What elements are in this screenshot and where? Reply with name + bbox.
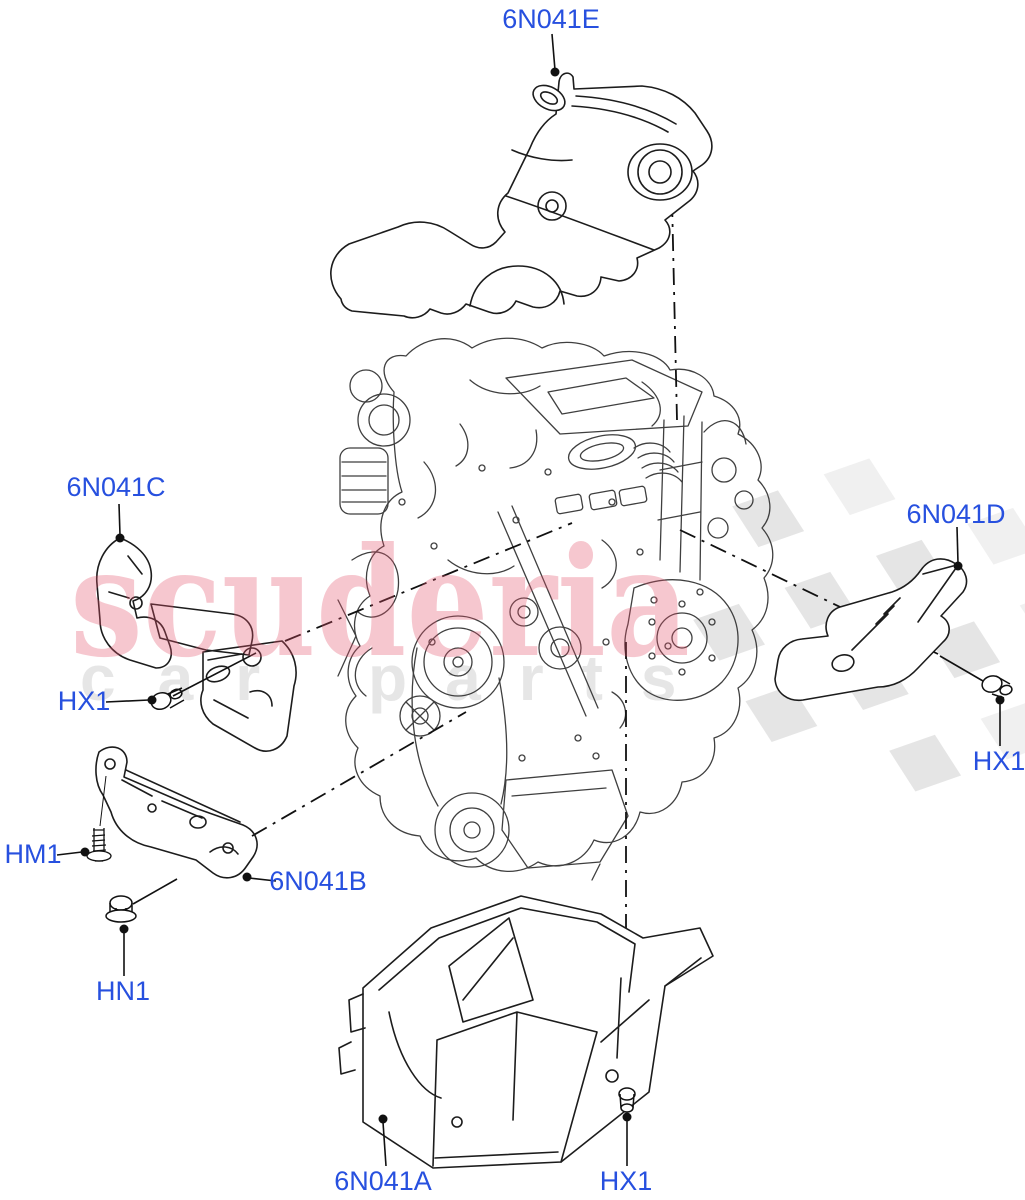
part-label-hm1[interactable]: HM1 [4, 839, 62, 869]
part-label-hn1[interactable]: HN1 [95, 976, 151, 1006]
fastener-bolt-hx1-right [981, 675, 1013, 699]
fastener-bolt-hx1-bottom [618, 1087, 636, 1113]
engine-assembly-drawing [337, 337, 774, 881]
part-label-hx1-right[interactable]: HX1 [972, 746, 1025, 776]
fastener-nut-hn1 [105, 895, 137, 923]
part-bracket-lower-front [95, 746, 258, 879]
fastener-screw-hm1 [86, 775, 112, 862]
checkered-flag-watermark [693, 458, 1025, 792]
watermark-brand: scuderia [70, 515, 690, 691]
part-label-hx1-bottom[interactable]: HX1 [599, 1166, 653, 1196]
part-label-6n041e[interactable]: 6N041E [502, 4, 600, 34]
fastener-bolt-hx1-left [150, 687, 185, 711]
part-label-hx1-left[interactable]: HX1 [57, 686, 111, 716]
leader-anchor-dots [80, 67, 1005, 1124]
part-label-6n041a[interactable]: 6N041A [334, 1166, 432, 1196]
part-acoustic-cover-lower [338, 895, 714, 1169]
part-heat-shield-right [774, 558, 968, 702]
part-label-6n041c[interactable]: 6N041C [66, 472, 166, 502]
label-leader-lines [56, 33, 1001, 1167]
part-engine-cover-upper [330, 72, 713, 319]
part-heat-shield-left [95, 537, 297, 752]
part-label-6n041d[interactable]: 6N041D [906, 499, 1006, 529]
part-label-6n041b[interactable]: 6N041B [269, 866, 367, 896]
